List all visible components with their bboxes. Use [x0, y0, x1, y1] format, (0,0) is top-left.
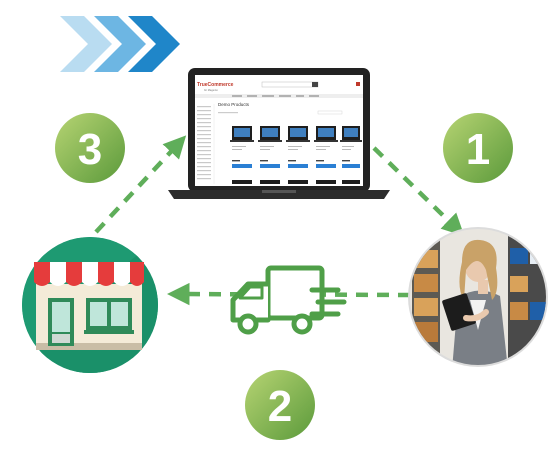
site-page-heading: Demo Products [218, 102, 250, 107]
laptop: TrueCommerce for Magento [168, 68, 390, 199]
store-window [84, 298, 134, 334]
storefront-icon [22, 237, 158, 373]
warehouse-worker-with-tablet [408, 227, 548, 367]
product-card [230, 126, 254, 168]
site-sidebar [197, 106, 211, 180]
product-card [286, 126, 310, 168]
store-door [48, 298, 74, 346]
product-card [340, 126, 362, 168]
step-number-1: 1 [466, 125, 490, 174]
tablet [442, 293, 476, 331]
product-card [258, 126, 282, 168]
arrow-person-to-store [167, 282, 411, 306]
step-number-2: 2 [268, 382, 292, 431]
step-number-3: 3 [78, 125, 102, 174]
delivery-truck-icon [230, 265, 347, 335]
product-grid [230, 126, 362, 184]
step-badge-3: 3 [55, 113, 125, 183]
cart-icon [356, 82, 360, 86]
person-hair [459, 239, 498, 300]
store-awning [34, 262, 144, 286]
laptop-base [168, 190, 390, 199]
flow-arrows [94, 135, 465, 306]
site-logo-sub: for Magento [204, 88, 218, 92]
chevron-right-triple-icon [60, 16, 180, 72]
site-logo: TrueCommerce [197, 82, 234, 88]
step-badge-2: 2 [245, 370, 315, 440]
step-badge-1: 1 [443, 113, 513, 183]
product-card [314, 126, 338, 168]
website-screenshot: TrueCommerce for Magento [195, 81, 363, 184]
